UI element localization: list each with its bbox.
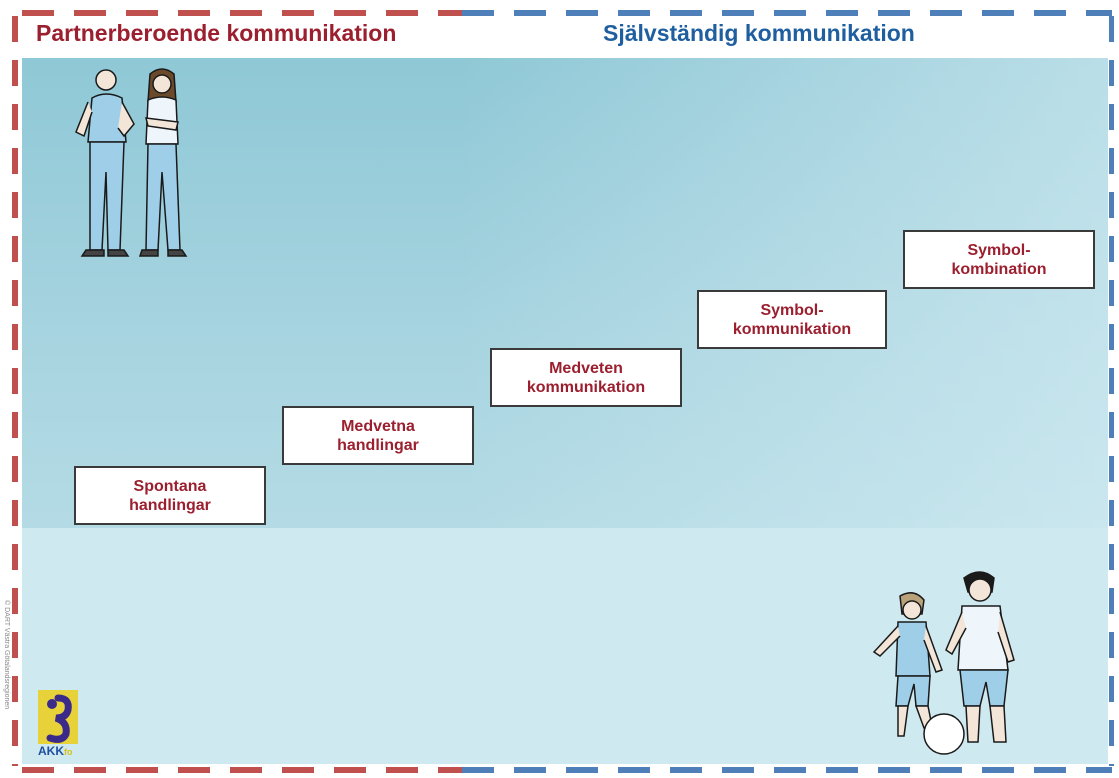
woman-figure [138,68,188,257]
girl-figure [872,592,943,737]
logo-main: AKK [38,744,64,758]
step-label-line2: handlingar [337,436,419,454]
logo-text: AKKfo [38,744,73,758]
dashed-border-top-blue [462,10,1112,16]
step-label-line2: handlingar [129,496,211,514]
heading-independent: Självständig kommunikation [603,20,915,46]
dashed-border-top-red [22,10,462,16]
ball-icon [923,713,965,755]
children-playing-illustration [872,571,1015,755]
step-box-symbol-communication: Symbol- kommunikation [697,290,887,349]
step-label-line1: Spontana [133,477,207,495]
dashed-border-bottom-blue [462,767,1112,773]
step-label-line2: kommunikation [526,378,646,396]
step-label-line1: Medvetna [341,417,415,435]
logo-sub: fo [64,747,73,757]
step-label-line1: Medveten [549,359,623,377]
heading-partner-dependent: Partnerberoende kommunikation [36,20,397,46]
dashed-border-left [12,16,18,766]
adults-illustration [75,68,188,257]
step-box-conscious-actions: Medvetna handlingar [282,406,474,465]
step-box-conscious-communication: Medveten kommunikation [490,348,682,407]
credit-text: © DART Västra Götalandsregionen [3,600,10,710]
step-label-line2: kommunikation [732,320,852,338]
vertical-credit: © DART Västra Götalandsregionen [1,600,11,750]
step-box-spontaneous-actions: Spontana handlingar [74,466,266,525]
dashed-border-bottom-red [22,767,462,773]
dashed-border-right [1109,16,1114,766]
step-label-line1: Symbol- [760,301,824,319]
step-label-line1: Symbol- [967,241,1031,259]
akk-logo-icon [38,690,78,744]
background-gradient [22,58,1108,528]
boy-figure [945,571,1015,743]
man-figure [75,69,135,257]
step-box-symbol-combination: Symbol- kombination [903,230,1095,289]
step-label-line2: kombination [951,260,1047,278]
